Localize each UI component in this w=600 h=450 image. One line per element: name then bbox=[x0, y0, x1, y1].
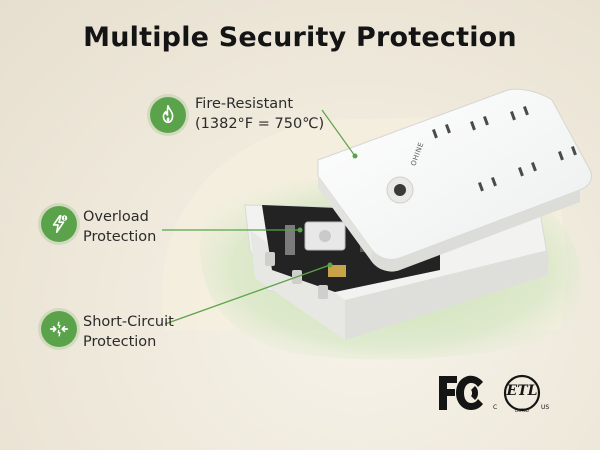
feature-overload-label: Overload Protection bbox=[83, 207, 156, 247]
page-title: Multiple Security Protection bbox=[83, 22, 517, 53]
feature-short-circuit-line1: Short-Circuit bbox=[83, 314, 174, 330]
base-right bbox=[345, 250, 548, 340]
feature-fire-label: Fire-Resistant (1382°F = 750℃) bbox=[195, 94, 324, 134]
short-circuit-icon bbox=[49, 321, 69, 337]
outlet-lid bbox=[317, 88, 593, 261]
lightning-icon bbox=[52, 214, 68, 234]
etl-logo: ETL C US LISTED bbox=[492, 372, 552, 418]
callout-fire bbox=[321, 109, 356, 157]
feature-overload-line1: Overload bbox=[83, 209, 149, 225]
feature-fire bbox=[150, 97, 186, 133]
fuse bbox=[328, 265, 346, 277]
lid-outlets bbox=[431, 105, 577, 192]
feature-overload bbox=[41, 206, 77, 242]
fcc-logo: FC bbox=[435, 372, 487, 414]
feature-overload-line2: Protection bbox=[83, 229, 157, 245]
callout-short bbox=[164, 264, 331, 325]
flame-icon bbox=[162, 105, 174, 124]
feature-short-circuit-line2: Protection bbox=[83, 334, 157, 350]
etl-left: C bbox=[493, 404, 498, 411]
feature-short-circuit-label: Short-Circuit Protection bbox=[83, 312, 174, 352]
feature-fire-line2: (1382°F = 750℃) bbox=[195, 116, 325, 132]
etl-right: US bbox=[541, 404, 550, 411]
etl-sub: LISTED bbox=[515, 408, 529, 413]
feature-fire-line1: Fire-Resistant bbox=[195, 96, 294, 112]
etl-mark: ETL bbox=[506, 383, 538, 399]
feature-short-circuit bbox=[41, 311, 77, 347]
